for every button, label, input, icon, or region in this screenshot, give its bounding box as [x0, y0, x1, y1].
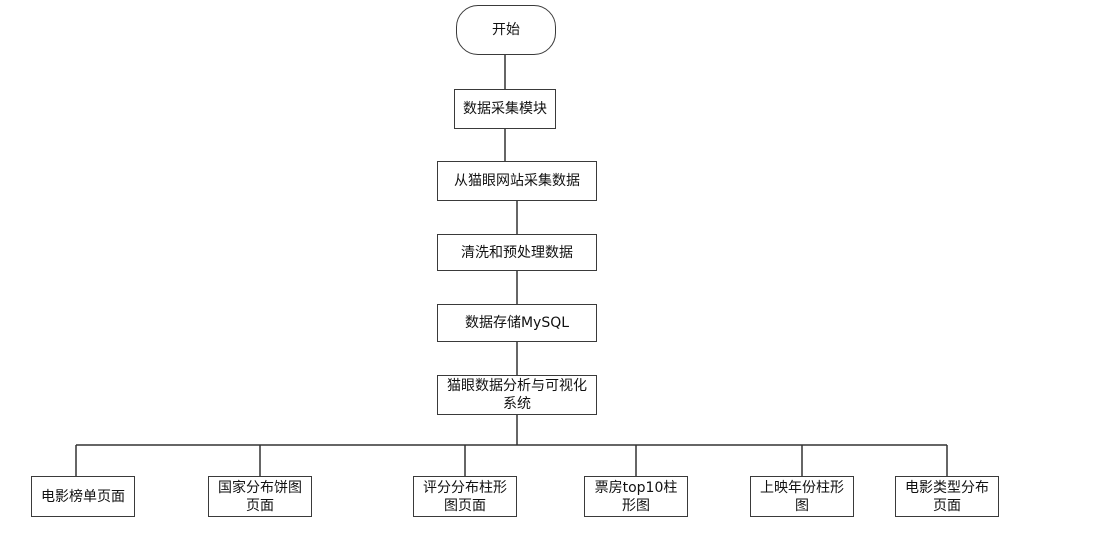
page-movie-ranking: 电影榜单页面 [31, 476, 135, 517]
step-label: 数据采集模块 [463, 101, 547, 117]
step-label: 猫眼数据分析与可视化系统 [447, 378, 587, 412]
step-clean-preprocess: 清洗和预处理数据 [437, 234, 597, 271]
page-rating-bar-chart: 评分分布柱形图页面 [413, 476, 517, 517]
page-label: 国家分布饼图页面 [218, 479, 302, 514]
page-label: 电影榜单页面 [41, 488, 125, 505]
page-country-pie-chart: 国家分布饼图页面 [208, 476, 312, 517]
page-box-office-top10: 票房top10柱形图 [584, 476, 688, 517]
step-analysis-visualization-system: 猫眼数据分析与可视化系统 [437, 375, 597, 415]
page-release-year-bar-chart: 上映年份柱形图 [750, 476, 854, 517]
page-genre-distribution: 电影类型分布页面 [895, 476, 999, 517]
step-label: 数据存储MySQL [464, 315, 570, 331]
step-collect-from-maoyan: 从猫眼网站采集数据 [437, 161, 597, 201]
step-label: 从猫眼网站采集数据 [454, 173, 580, 189]
page-label: 票房top10柱形图 [594, 479, 678, 514]
step-store-mysql: 数据存储MySQL [437, 304, 597, 342]
page-label: 电影类型分布页面 [905, 479, 989, 514]
step-label: 清洗和预处理数据 [461, 244, 573, 261]
start-label: 开始 [492, 22, 520, 38]
start-terminal: 开始 [456, 5, 556, 55]
page-label: 评分分布柱形图页面 [423, 479, 507, 514]
page-label: 上映年份柱形图 [760, 479, 844, 514]
step-data-collection-module: 数据采集模块 [454, 89, 556, 129]
